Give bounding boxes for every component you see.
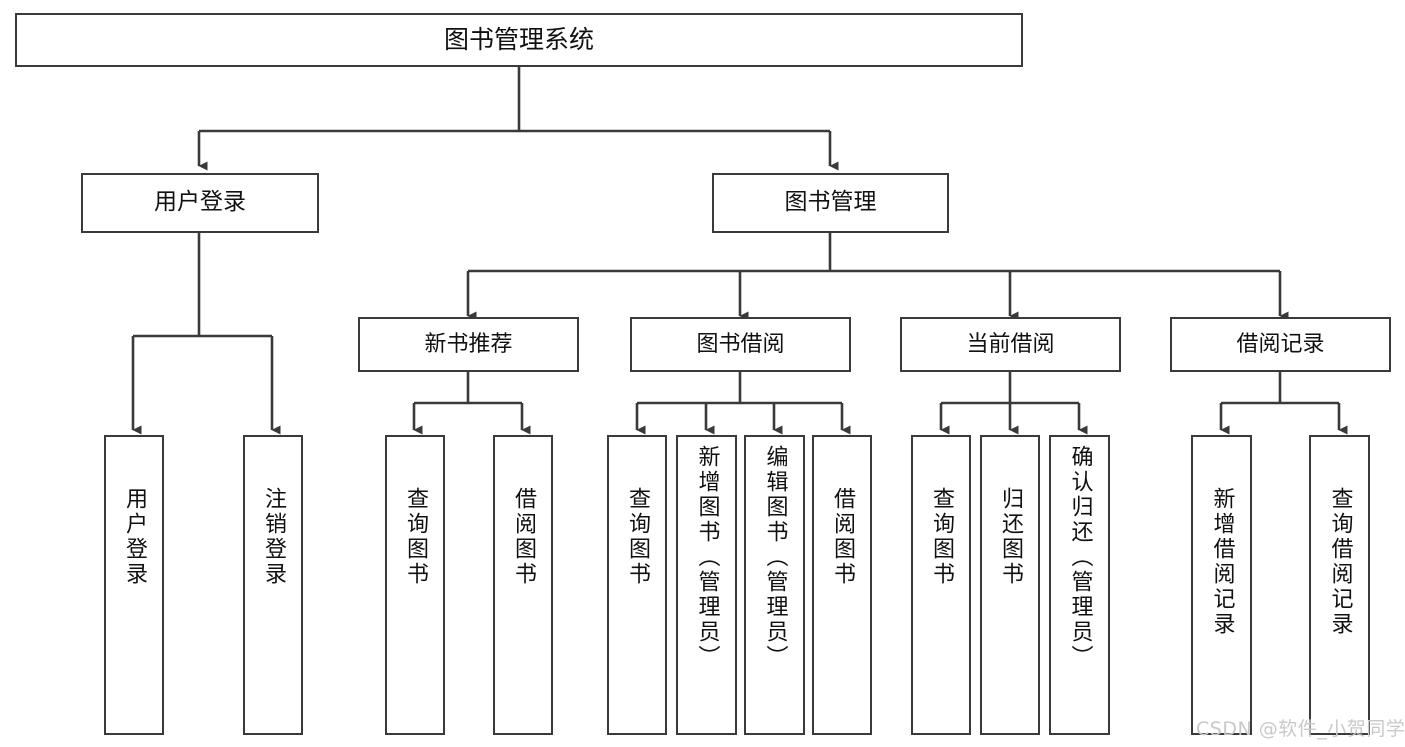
leaf-current-borrow-confirm-return[interactable]: 确认归还（管理员）	[1049, 435, 1110, 735]
node-label: 新增借阅记录	[1209, 487, 1235, 637]
node-label: 当前借阅	[966, 331, 1055, 357]
leaf-book-borrow-borrow[interactable]: 借阅图书	[812, 435, 872, 735]
node-label: 图书管理系统	[443, 25, 594, 55]
leaf-user-login-login[interactable]: 用户登录	[104, 435, 164, 735]
node-root-system[interactable]: 图书管理系统	[15, 13, 1023, 67]
node-book-borrow[interactable]: 图书借阅	[630, 317, 851, 372]
node-label: 借阅记录	[1236, 331, 1325, 357]
leaf-borrow-record-add[interactable]: 新增借阅记录	[1191, 435, 1252, 735]
node-label: 借阅图书	[829, 487, 855, 587]
node-label: 查询借阅记录	[1327, 487, 1353, 637]
node-label: 用户登录	[154, 189, 246, 216]
node-label: 借阅图书	[510, 487, 536, 587]
node-user-login[interactable]: 用户登录	[81, 173, 319, 233]
node-current-borrow[interactable]: 当前借阅	[900, 317, 1121, 372]
node-label: 图书管理	[784, 189, 877, 216]
node-label: 确认归还（管理员）	[1067, 445, 1093, 670]
csdn-watermark: CSDN @软件_小贺同学	[1196, 718, 1405, 740]
node-label: 新书推荐	[424, 331, 513, 357]
node-label: 归还图书	[997, 487, 1023, 587]
leaf-new-book-borrow[interactable]: 借阅图书	[493, 435, 553, 735]
leaf-borrow-record-query[interactable]: 查询借阅记录	[1309, 435, 1370, 735]
leaf-book-borrow-query[interactable]: 查询图书	[607, 435, 667, 735]
node-borrow-record[interactable]: 借阅记录	[1170, 317, 1391, 372]
node-label: 注销登录	[260, 487, 286, 587]
node-label: 查询图书	[402, 487, 428, 587]
node-label: 查询图书	[624, 487, 650, 587]
node-new-book-recommend[interactable]: 新书推荐	[358, 317, 579, 372]
leaf-book-borrow-edit[interactable]: 编辑图书（管理员）	[744, 435, 805, 735]
node-label: 编辑图书（管理员）	[762, 445, 788, 670]
node-label: 新增图书（管理员）	[694, 445, 720, 670]
leaf-new-book-query[interactable]: 查询图书	[385, 435, 445, 735]
node-book-management[interactable]: 图书管理	[712, 173, 949, 233]
node-label: 用户登录	[121, 487, 147, 587]
leaf-current-borrow-query[interactable]: 查询图书	[911, 435, 971, 735]
leaf-book-borrow-add[interactable]: 新增图书（管理员）	[676, 435, 737, 735]
node-label: 图书借阅	[696, 331, 785, 357]
node-label: 查询图书	[928, 487, 954, 587]
leaf-user-login-logout[interactable]: 注销登录	[243, 435, 303, 735]
leaf-current-borrow-return[interactable]: 归还图书	[980, 435, 1040, 735]
